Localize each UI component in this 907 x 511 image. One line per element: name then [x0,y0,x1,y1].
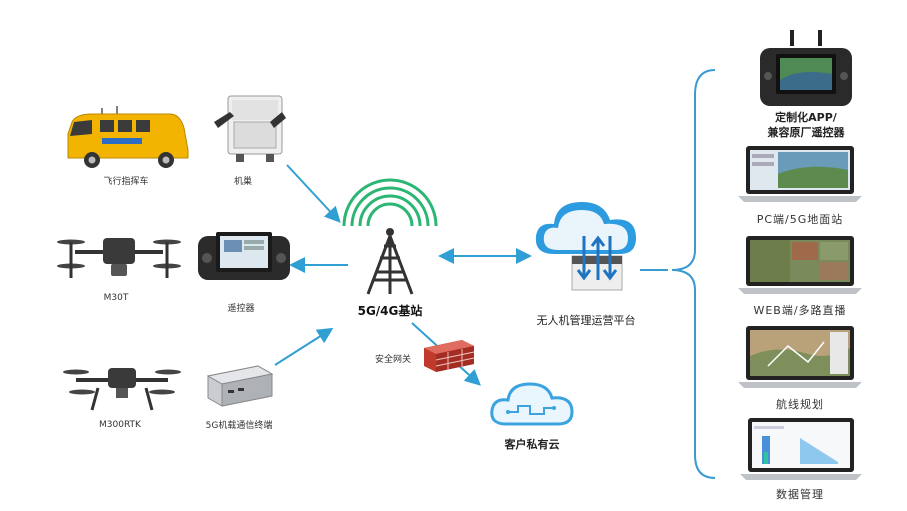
laptop-pc [738,146,862,202]
platform-label: 无人机管理运营平台 [536,314,636,327]
drone-dock-icon [214,95,286,162]
right-brace [671,69,716,479]
laptop-map-icon [738,146,862,202]
private-cloud-label: 客户私有云 [504,438,560,451]
firewall-icon [424,340,475,372]
drone-m30t-icon [57,238,181,278]
platform-cloud [532,196,640,302]
link-terminal-tower [274,327,334,366]
drone-dock [208,92,288,164]
platform-cloud-icon [535,202,636,291]
firewall [422,338,476,374]
remote-controller [196,226,292,284]
laptop-route-label: 航线规划 [776,398,824,411]
cell-tower [338,178,442,296]
remote-controller-label: 遥控器 [227,304,255,314]
laptop-pc-label: PC端/5G地面站 [756,213,844,226]
laptop-data-label: 数据管理 [776,488,824,501]
drone-m30t-label: M30T [103,293,129,303]
laptop-web [738,236,862,294]
5g-terminal-label: 5G机载通信终端 [205,421,273,431]
drone-m30t [55,222,183,292]
laptop-data-icon [740,418,862,480]
command-van-icon [67,106,189,168]
private-cloud-icon [490,382,574,426]
cell-tower-icon [342,178,438,295]
link-dock-tower [286,164,341,223]
drone-m300rtk [62,358,182,414]
remote-controller-icon [198,232,290,280]
gateway-label: 安全网关 [374,355,411,365]
drone-dock-label: 机巢 [233,177,252,187]
controller-app-label: 定制化APP/ 兼容原厂遥控器 [767,111,845,139]
laptop-route-icon [738,326,862,388]
5g-terminal [204,360,274,408]
laptop-web-label: WEB端/多路直播 [753,304,847,317]
laptop-route [738,326,862,388]
command-van [62,106,190,170]
private-cloud [488,378,576,430]
drone-m300rtk-label: M300RTK [99,420,141,430]
controller-app-icon [760,30,852,106]
command-van-label: 飞行指挥车 [103,177,149,187]
laptop-satellite-icon [738,236,862,294]
5g-terminal-icon [206,365,274,407]
controller-app [758,30,854,110]
tower-label: 5G/4G基站 [357,304,423,318]
laptop-data [740,418,862,480]
drone-m300rtk-icon [63,368,181,411]
controller-app-label-1: 定制化APP/ 兼容原厂遥控器 [744,110,868,140]
